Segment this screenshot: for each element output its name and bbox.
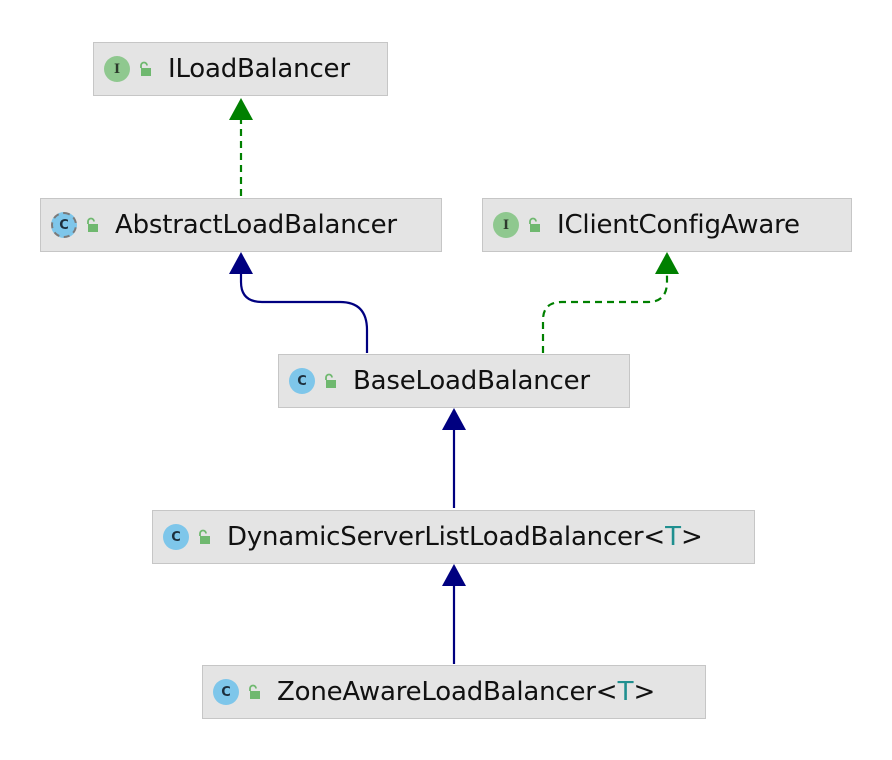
node-name: IClientConfigAware	[557, 210, 800, 240]
interface-icon: I	[493, 212, 519, 238]
node-zoneawareloadbalancer[interactable]: C ZoneAwareLoadBalancer <T>	[202, 665, 706, 719]
node-name: ILoadBalancer	[168, 54, 350, 84]
node-baseloadbalancer[interactable]: C BaseLoadBalancer	[278, 354, 630, 408]
interface-icon: I	[104, 56, 130, 82]
type-parameter: <T>	[595, 677, 656, 707]
class-icon: C	[289, 368, 315, 394]
node-name: DynamicServerListLoadBalancer	[227, 522, 644, 552]
node-name: BaseLoadBalancer	[353, 366, 590, 396]
unlocked-padlock-icon	[87, 217, 98, 232]
unlocked-padlock-icon	[140, 61, 151, 76]
unlocked-padlock-icon	[199, 529, 210, 544]
edge-baseloadbalancer-extends-abstractloadbalancer	[229, 252, 369, 353]
node-dynamicserverlistloadbalancer[interactable]: C DynamicServerListLoadBalancer <T>	[152, 510, 755, 564]
node-name: AbstractLoadBalancer	[115, 210, 397, 240]
node-name: ZoneAwareLoadBalancer	[277, 677, 596, 707]
node-iloadbalancer[interactable]: I ILoadBalancer	[93, 42, 388, 96]
node-iclientconfigaware[interactable]: I IClientConfigAware	[482, 198, 852, 252]
edge-baseloadbalancer-implements-iclientconfigaware	[541, 252, 679, 353]
type-parameter-name: T	[617, 677, 634, 707]
type-parameter-name: T	[665, 522, 682, 552]
type-parameter: <T>	[643, 522, 703, 552]
unlocked-padlock-icon	[249, 684, 260, 699]
unlocked-padlock-icon	[325, 373, 336, 388]
class-icon: C	[163, 524, 189, 550]
node-abstractloadbalancer[interactable]: C AbstractLoadBalancer	[40, 198, 442, 252]
unlocked-padlock-icon	[529, 217, 540, 232]
abstract-class-icon: C	[51, 212, 77, 238]
class-icon: C	[213, 679, 239, 705]
